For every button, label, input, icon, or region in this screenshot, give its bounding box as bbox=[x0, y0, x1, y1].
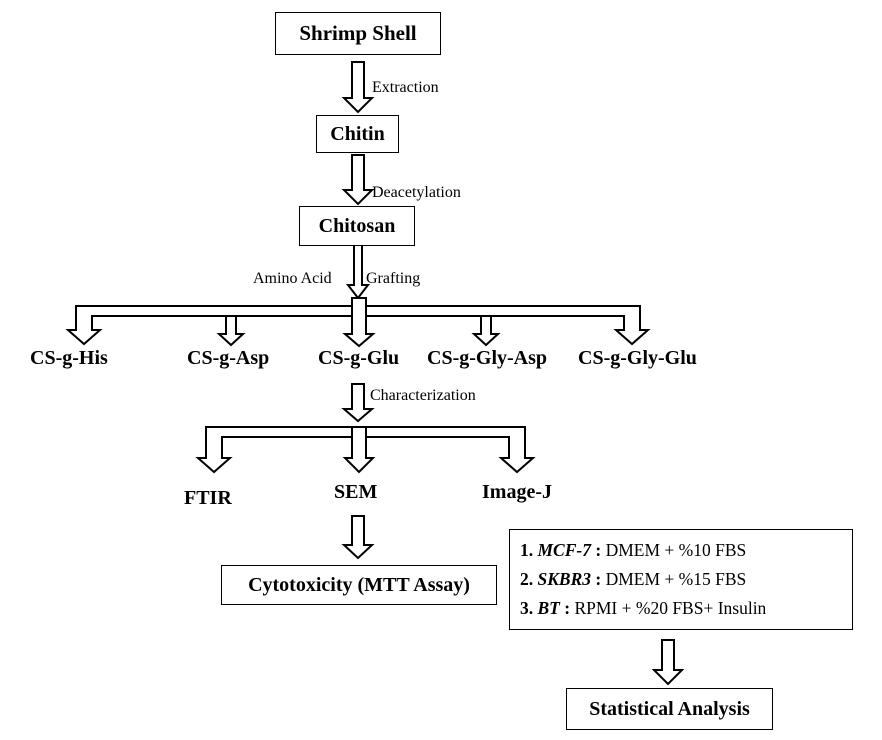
chitosan-label: Chitosan bbox=[318, 214, 396, 237]
branch-imagej bbox=[365, 426, 536, 474]
branch-sem bbox=[342, 426, 376, 474]
method-ftir: FTIR bbox=[184, 487, 232, 509]
cell-line-row: 2. SKBR3 : DMEM + %15 FBS bbox=[520, 569, 746, 590]
derivative-asp: CS-g-Asp bbox=[187, 347, 270, 369]
grafting-label: Grafting bbox=[366, 270, 421, 287]
cell-line-medium: RPMI + %20 FBS+ Insulin bbox=[574, 598, 767, 618]
statistical-analysis-label: Statistical Analysis bbox=[589, 697, 750, 720]
statistical-analysis-box: Statistical Analysis bbox=[566, 688, 773, 730]
extraction-label: Extraction bbox=[372, 79, 439, 96]
method-imagej: Image-J bbox=[482, 481, 552, 503]
branch-asp bbox=[216, 315, 246, 347]
branch-his bbox=[65, 305, 353, 346]
branch-gly-glu bbox=[365, 305, 651, 346]
chitin-label: Chitin bbox=[330, 122, 385, 145]
arrow-statistics bbox=[651, 639, 685, 686]
cell-line-row: 3. BT : RPMI + %20 FBS+ Insulin bbox=[520, 598, 766, 619]
cytotoxicity-box: Cytotoxicity (MTT Assay) bbox=[221, 565, 497, 605]
characterization-label: Characterization bbox=[370, 387, 476, 404]
branch-ftir bbox=[195, 426, 353, 474]
cell-line-number: 2. bbox=[520, 569, 534, 589]
cell-line-number: 3. bbox=[520, 598, 534, 618]
derivative-his: CS-g-His bbox=[30, 347, 108, 369]
cell-line-number: 1. bbox=[520, 540, 534, 560]
cell-line-name: SKBR3 bbox=[537, 569, 592, 589]
derivative-gly-glu: CS-g-Gly-Glu bbox=[578, 347, 697, 369]
cell-line-name: BT bbox=[537, 598, 560, 618]
cell-line-medium: DMEM + %10 FBS bbox=[605, 540, 747, 560]
cell-line-separator: : bbox=[591, 569, 606, 589]
shrimp-shell-box: Shrimp Shell bbox=[275, 12, 441, 55]
cell-line-separator: : bbox=[559, 598, 575, 618]
cell-line-medium: DMEM + %15 FBS bbox=[605, 569, 747, 589]
cell-line-name: MCF-7 bbox=[537, 540, 591, 560]
arrow-grafting bbox=[345, 243, 371, 300]
shrimp-shell-label: Shrimp Shell bbox=[299, 21, 417, 45]
derivative-glu: CS-g-Glu bbox=[318, 347, 400, 369]
derivative-gly-asp: CS-g-Gly-Asp bbox=[427, 347, 548, 369]
method-sem: SEM bbox=[334, 481, 378, 503]
cell-line-separator: : bbox=[590, 540, 606, 560]
amino-acid-label: Amino Acid bbox=[253, 270, 332, 287]
cell-line-media-box: 1. MCF-7 : DMEM + %10 FBS 2. SKBR3 : DME… bbox=[509, 529, 853, 630]
arrow-characterization bbox=[341, 383, 375, 423]
cytotoxicity-label: Cytotoxicity (MTT Assay) bbox=[248, 573, 470, 596]
chitin-box: Chitin bbox=[316, 115, 399, 153]
chitosan-box: Chitosan bbox=[299, 206, 415, 246]
arrow-cytotoxicity bbox=[341, 515, 375, 560]
arrow-deacetylation bbox=[341, 154, 375, 206]
cell-line-row: 1. MCF-7 : DMEM + %10 FBS bbox=[520, 540, 746, 561]
branch-glu bbox=[342, 297, 376, 348]
deacetylation-label: Deacetylation bbox=[372, 184, 461, 201]
arrow-extraction bbox=[341, 61, 375, 114]
branch-gly-asp bbox=[471, 315, 501, 347]
